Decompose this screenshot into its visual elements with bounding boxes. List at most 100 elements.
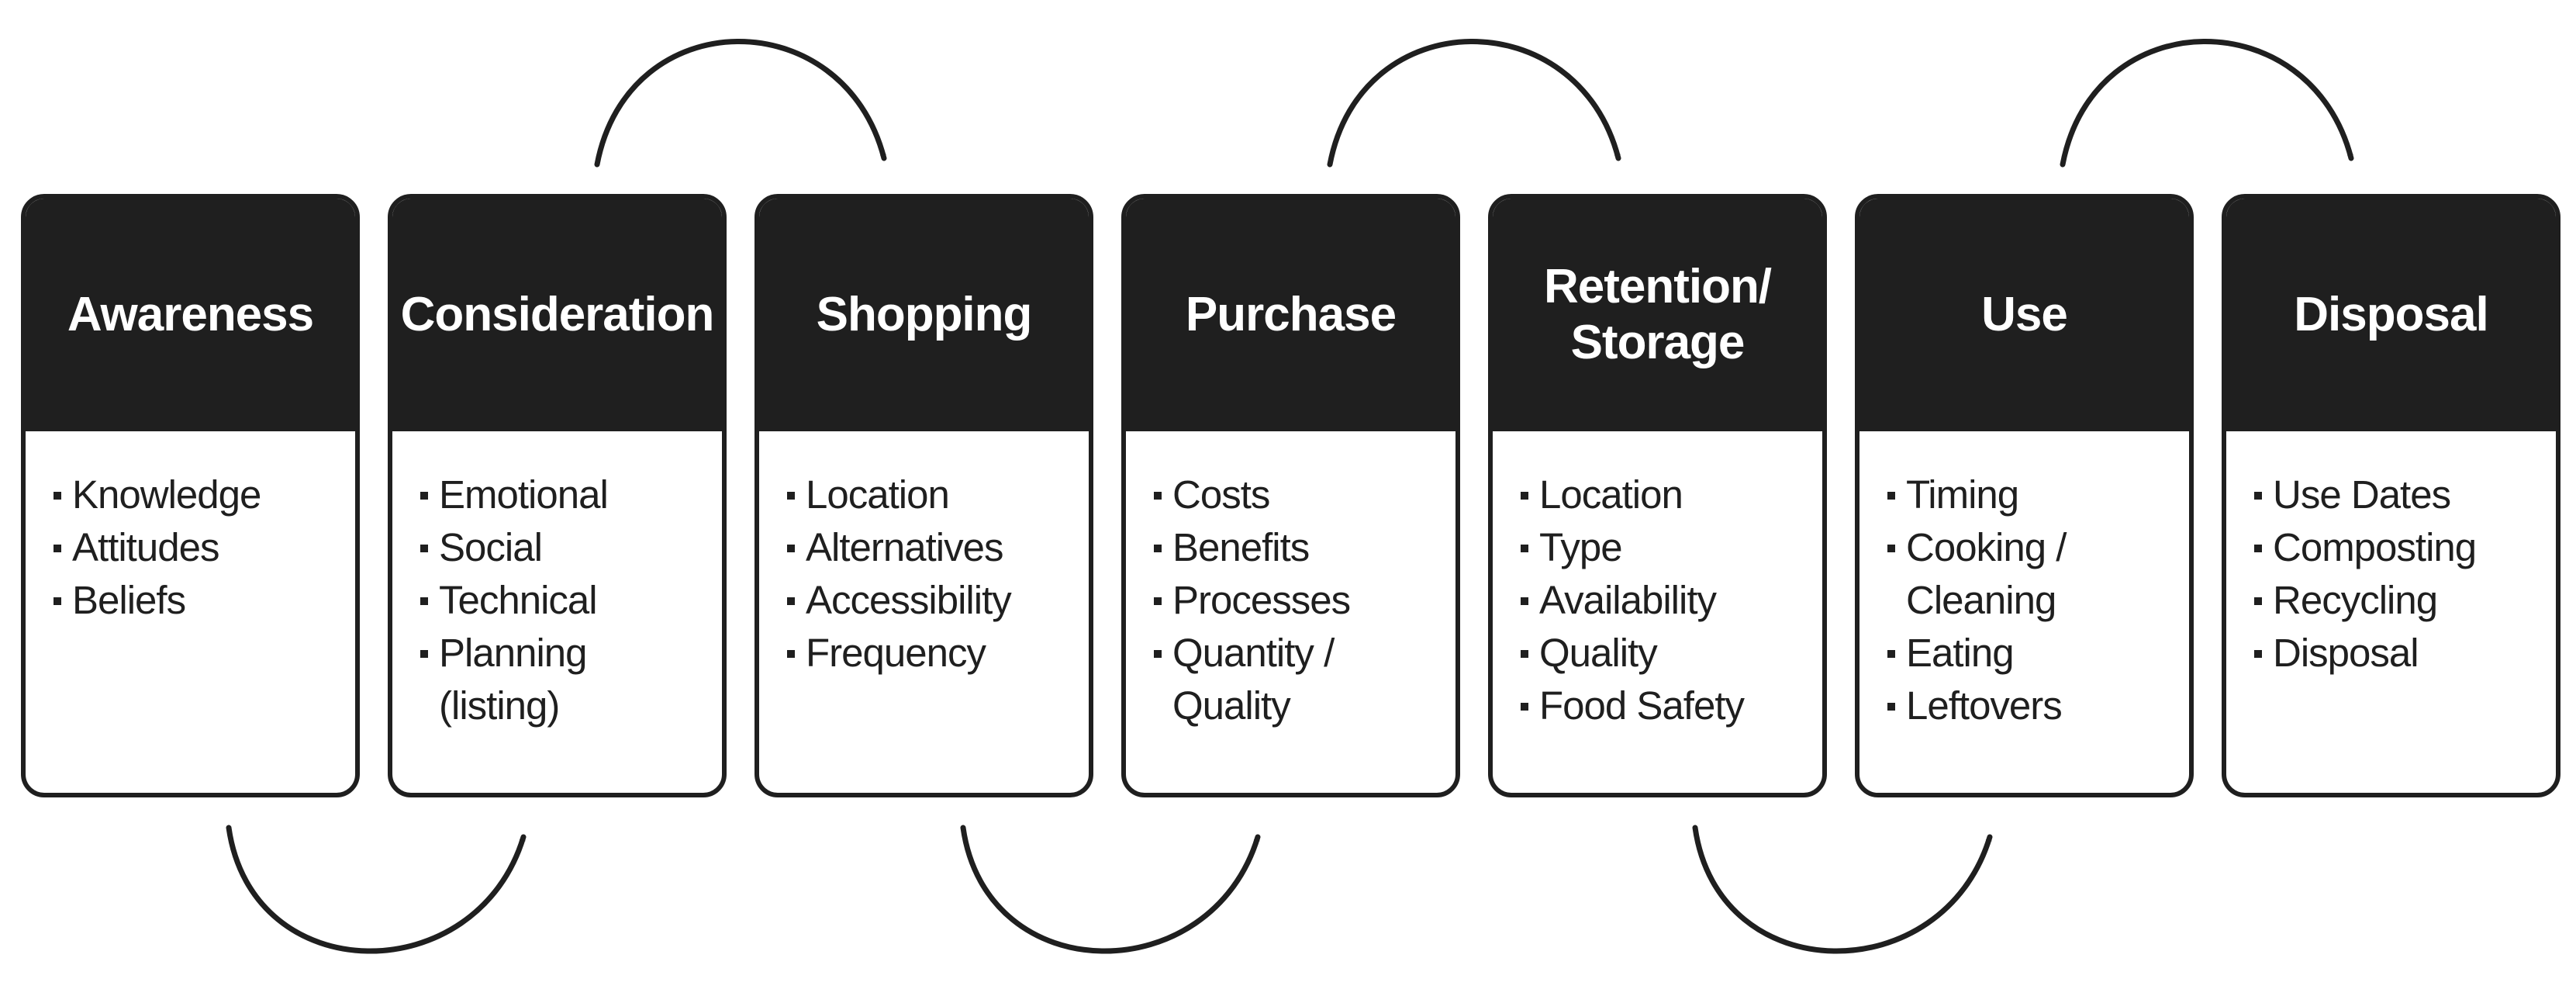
stage-item: Emotional bbox=[420, 469, 722, 521]
stage-item-text: Disposal bbox=[2273, 631, 2419, 675]
stage-item: Disposal bbox=[2254, 627, 2556, 680]
stage-item-text: Accessibility bbox=[806, 578, 1012, 622]
square-bullet-icon bbox=[2254, 650, 2262, 658]
stage-header: Consideration bbox=[392, 199, 722, 431]
stage-item: Cooking / Cleaning bbox=[1887, 521, 2189, 627]
square-bullet-icon bbox=[420, 545, 428, 552]
stage-title: Awareness bbox=[67, 288, 314, 341]
stage-title: Shopping bbox=[816, 288, 1033, 341]
stage-title: Use bbox=[1981, 288, 2068, 341]
square-bullet-icon bbox=[1154, 492, 1162, 500]
stage-item-text: Leftovers bbox=[1906, 683, 2063, 728]
curved-arrow-icon bbox=[2060, 39, 2354, 168]
square-bullet-icon bbox=[787, 650, 795, 658]
stage-item: Location bbox=[1521, 469, 1822, 521]
square-bullet-icon bbox=[2254, 492, 2262, 500]
square-bullet-icon bbox=[1521, 545, 1528, 552]
stage-item-text: Location bbox=[806, 472, 950, 517]
square-bullet-icon bbox=[1521, 597, 1528, 605]
stage-title: Disposal bbox=[2294, 288, 2488, 341]
square-bullet-icon bbox=[1521, 650, 1528, 658]
square-bullet-icon bbox=[1887, 650, 1895, 658]
stage-item: Timing bbox=[1887, 469, 2189, 521]
square-bullet-icon bbox=[54, 492, 61, 500]
stage-item-text: Recycling bbox=[2273, 578, 2438, 622]
stage-title: Consideration bbox=[400, 288, 715, 341]
stage-item-text: Availability bbox=[1539, 578, 1717, 622]
square-bullet-icon bbox=[54, 545, 61, 552]
stage-item-text: Planning (listing) bbox=[439, 631, 587, 728]
stage-item: Location bbox=[787, 469, 1089, 521]
square-bullet-icon bbox=[2254, 545, 2262, 552]
stage-item: Food Safety bbox=[1521, 680, 1822, 732]
stage-item: Eating bbox=[1887, 627, 2189, 680]
stage-header: Awareness bbox=[26, 199, 355, 431]
stage-item-text: Quantity / Quality bbox=[1172, 631, 1335, 728]
stage-item: Accessibility bbox=[787, 574, 1089, 627]
stage-item: Social bbox=[420, 521, 722, 574]
stage-item: Benefits bbox=[1154, 521, 1455, 574]
stage-item-text: Timing bbox=[1906, 472, 2019, 517]
square-bullet-icon bbox=[1521, 703, 1528, 711]
stage-item: Beliefs bbox=[54, 574, 355, 627]
stage-header: Shopping bbox=[759, 199, 1089, 431]
stage-item-text: Eating bbox=[1906, 631, 2015, 675]
stage-item: Composting bbox=[2254, 521, 2556, 574]
square-bullet-icon bbox=[1154, 545, 1162, 552]
stage-item-text: Type bbox=[1539, 525, 1623, 569]
stage-item: Quality bbox=[1521, 627, 1822, 680]
stage-item: Planning (listing) bbox=[420, 627, 722, 732]
stage-item-text: Knowledge bbox=[72, 472, 261, 517]
square-bullet-icon bbox=[1521, 492, 1528, 500]
stage-item-text: Social bbox=[439, 525, 543, 569]
stage-header: Purchase bbox=[1126, 199, 1455, 431]
curved-arrow-icon bbox=[1692, 825, 1993, 954]
stage-item: Quantity / Quality bbox=[1154, 627, 1455, 732]
square-bullet-icon bbox=[54, 597, 61, 605]
stage-item: Attitudes bbox=[54, 521, 355, 574]
stage-item: Availability bbox=[1521, 574, 1822, 627]
curved-arrow-icon bbox=[1327, 39, 1621, 168]
stage-item: Recycling bbox=[2254, 574, 2556, 627]
stage-item-text: Quality bbox=[1539, 631, 1658, 675]
square-bullet-icon bbox=[2254, 597, 2262, 605]
stage-header: Use bbox=[1859, 199, 2189, 431]
stage-item-text: Location bbox=[1539, 472, 1683, 517]
square-bullet-icon bbox=[1887, 545, 1895, 552]
square-bullet-icon bbox=[420, 650, 428, 658]
square-bullet-icon bbox=[787, 597, 795, 605]
square-bullet-icon bbox=[1887, 703, 1895, 711]
stage-title: Purchase bbox=[1185, 288, 1397, 341]
square-bullet-icon bbox=[420, 597, 428, 605]
stage-header: Retention/ Storage bbox=[1493, 199, 1822, 431]
stage-item: Leftovers bbox=[1887, 680, 2189, 732]
stage-item-text: Benefits bbox=[1172, 525, 1310, 569]
stage-item: Processes bbox=[1154, 574, 1455, 627]
stage-item-text: Use Dates bbox=[2273, 472, 2451, 517]
stage-item-text: Food Safety bbox=[1539, 683, 1745, 728]
square-bullet-icon bbox=[787, 492, 795, 500]
stage-title: Retention/ Storage bbox=[1543, 260, 1772, 369]
stage-item: Costs bbox=[1154, 469, 1455, 521]
stage-item-text: Attitudes bbox=[72, 525, 219, 569]
stage-item: Technical bbox=[420, 574, 722, 627]
square-bullet-icon bbox=[787, 545, 795, 552]
stage-item-text: Technical bbox=[439, 578, 598, 622]
stage-item: Use Dates bbox=[2254, 469, 2556, 521]
square-bullet-icon bbox=[1887, 492, 1895, 500]
square-bullet-icon bbox=[420, 492, 428, 500]
